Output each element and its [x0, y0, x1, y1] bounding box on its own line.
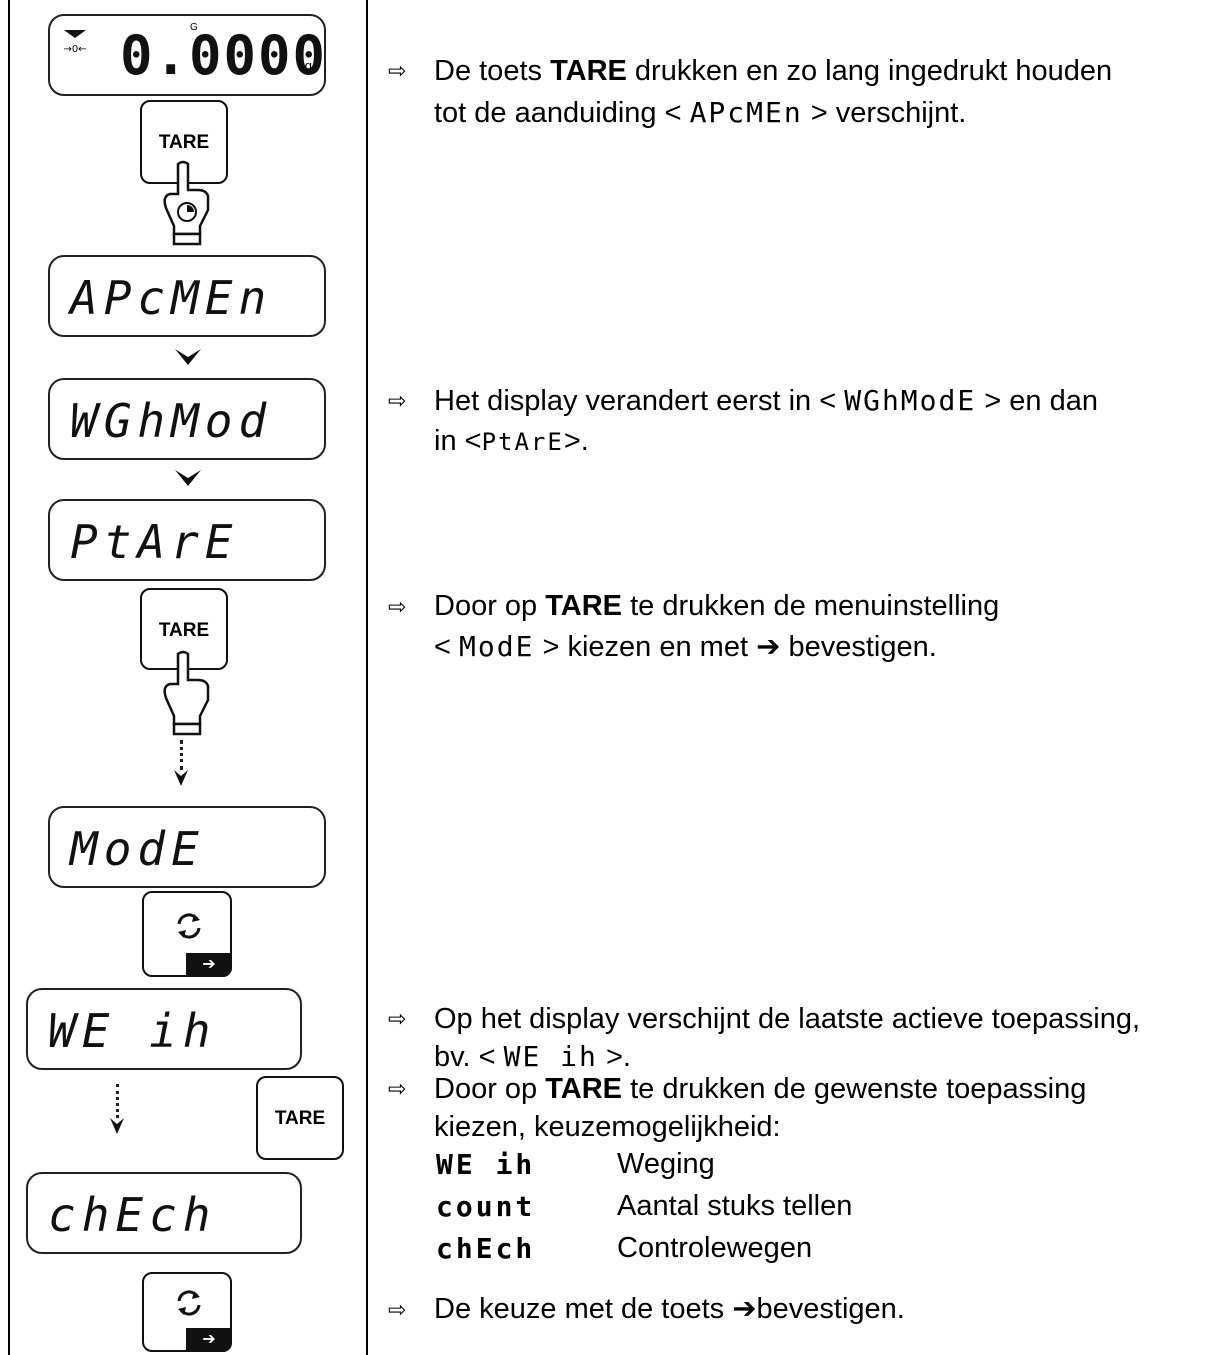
- hand-press-hold-icon: [163, 160, 210, 246]
- step-bullet: ⇨: [388, 58, 407, 83]
- step-3-line-2: < ModE > kiezen en met ➔ bevestigen.: [434, 630, 937, 663]
- option-code-check: chEch: [436, 1232, 536, 1265]
- gross-indicator: G: [190, 22, 198, 33]
- step-4-line-1: Op het display verschijnt de laatste act…: [434, 1003, 1141, 1035]
- apcmen-text: APcMEn: [70, 271, 273, 325]
- step-4-line-2: bv. < WE ih >.: [434, 1040, 631, 1073]
- unit-kg: kg: [298, 58, 312, 73]
- chevron-down-icon: [175, 470, 201, 486]
- option-desc-weigh: Weging: [617, 1148, 715, 1180]
- zero-weight-value: 0.0000: [120, 24, 328, 87]
- option-code-weigh: WE ih: [436, 1148, 536, 1181]
- left-border: [8, 0, 10, 1355]
- enter-key-2[interactable]: ➔: [142, 1272, 232, 1352]
- step-2-line-2: in <PtArE>.: [434, 425, 589, 457]
- step-3-line-1: Door op TARE te drukken de menuinstellin…: [434, 590, 1000, 622]
- step-6-line-1: De keuze met de toets ➔bevestigen.: [434, 1293, 905, 1325]
- step-bullet: ⇨: [388, 1297, 407, 1322]
- step-1-line-1: De toets TARE drukken en zo lang ingedru…: [434, 55, 1113, 87]
- option-code-count: count: [436, 1190, 536, 1223]
- display-zero-weight: →0← G 0.0000 kg: [48, 14, 326, 96]
- step-bullet: ⇨: [388, 388, 407, 413]
- display-wghmod: WGhMod: [48, 378, 326, 460]
- enter-arrow-badge: ➔: [186, 1328, 232, 1352]
- display-check: chEch: [26, 1172, 302, 1254]
- svg-text:→0←: →0←: [63, 44, 86, 55]
- display-weigh: WE ih: [26, 988, 302, 1070]
- option-desc-check: Controlewegen: [617, 1232, 813, 1264]
- enter-key-1[interactable]: ➔: [142, 891, 232, 977]
- dotted-arrow-line: [180, 740, 183, 770]
- step-2-line-1: Het display verandert eerst in < WGhModE…: [434, 384, 1098, 417]
- tare-key-label: TARE: [274, 1108, 326, 1129]
- chevron-down-icon: [175, 349, 201, 365]
- step-5-line-2: kiezen, keuzemogelijkheid:: [434, 1111, 781, 1143]
- column-divider: [366, 0, 368, 1355]
- check-text: chEch: [48, 1188, 217, 1242]
- refresh-icon: [177, 913, 201, 939]
- step-bullet: ⇨: [388, 1006, 407, 1031]
- tare-key-label: TARE: [158, 132, 210, 153]
- step-1-line-2: tot de aanduiding < APcMEn > verschijnt.: [434, 96, 967, 129]
- display-mode: ModE: [48, 806, 326, 888]
- option-desc-count: Aantal stuks tellen: [617, 1190, 853, 1222]
- display-apcmen: APcMEn: [48, 255, 326, 337]
- arrow-down-icon: [110, 1118, 124, 1134]
- wghmod-text: WGhMod: [70, 394, 273, 448]
- hand-press-icon: [163, 650, 210, 736]
- ptare-text: PtArE: [70, 515, 239, 569]
- arrow-down-icon: [174, 770, 188, 786]
- enter-arrow-badge: ➔: [186, 953, 232, 977]
- tare-key-3[interactable]: TARE: [256, 1076, 344, 1160]
- step-bullet: ⇨: [388, 594, 407, 619]
- refresh-icon: [177, 1290, 201, 1316]
- mode-text: ModE: [70, 822, 205, 876]
- weigh-text: WE ih: [48, 1004, 217, 1058]
- step-bullet: ⇨: [388, 1076, 407, 1101]
- tare-key-label: TARE: [158, 620, 210, 641]
- display-ptare: PtArE: [48, 499, 326, 581]
- stable-zero-icon: →0←: [63, 30, 87, 55]
- step-5-line-1: Door op TARE te drukken de gewenste toep…: [434, 1073, 1087, 1105]
- dotted-arrow-line: [116, 1084, 119, 1118]
